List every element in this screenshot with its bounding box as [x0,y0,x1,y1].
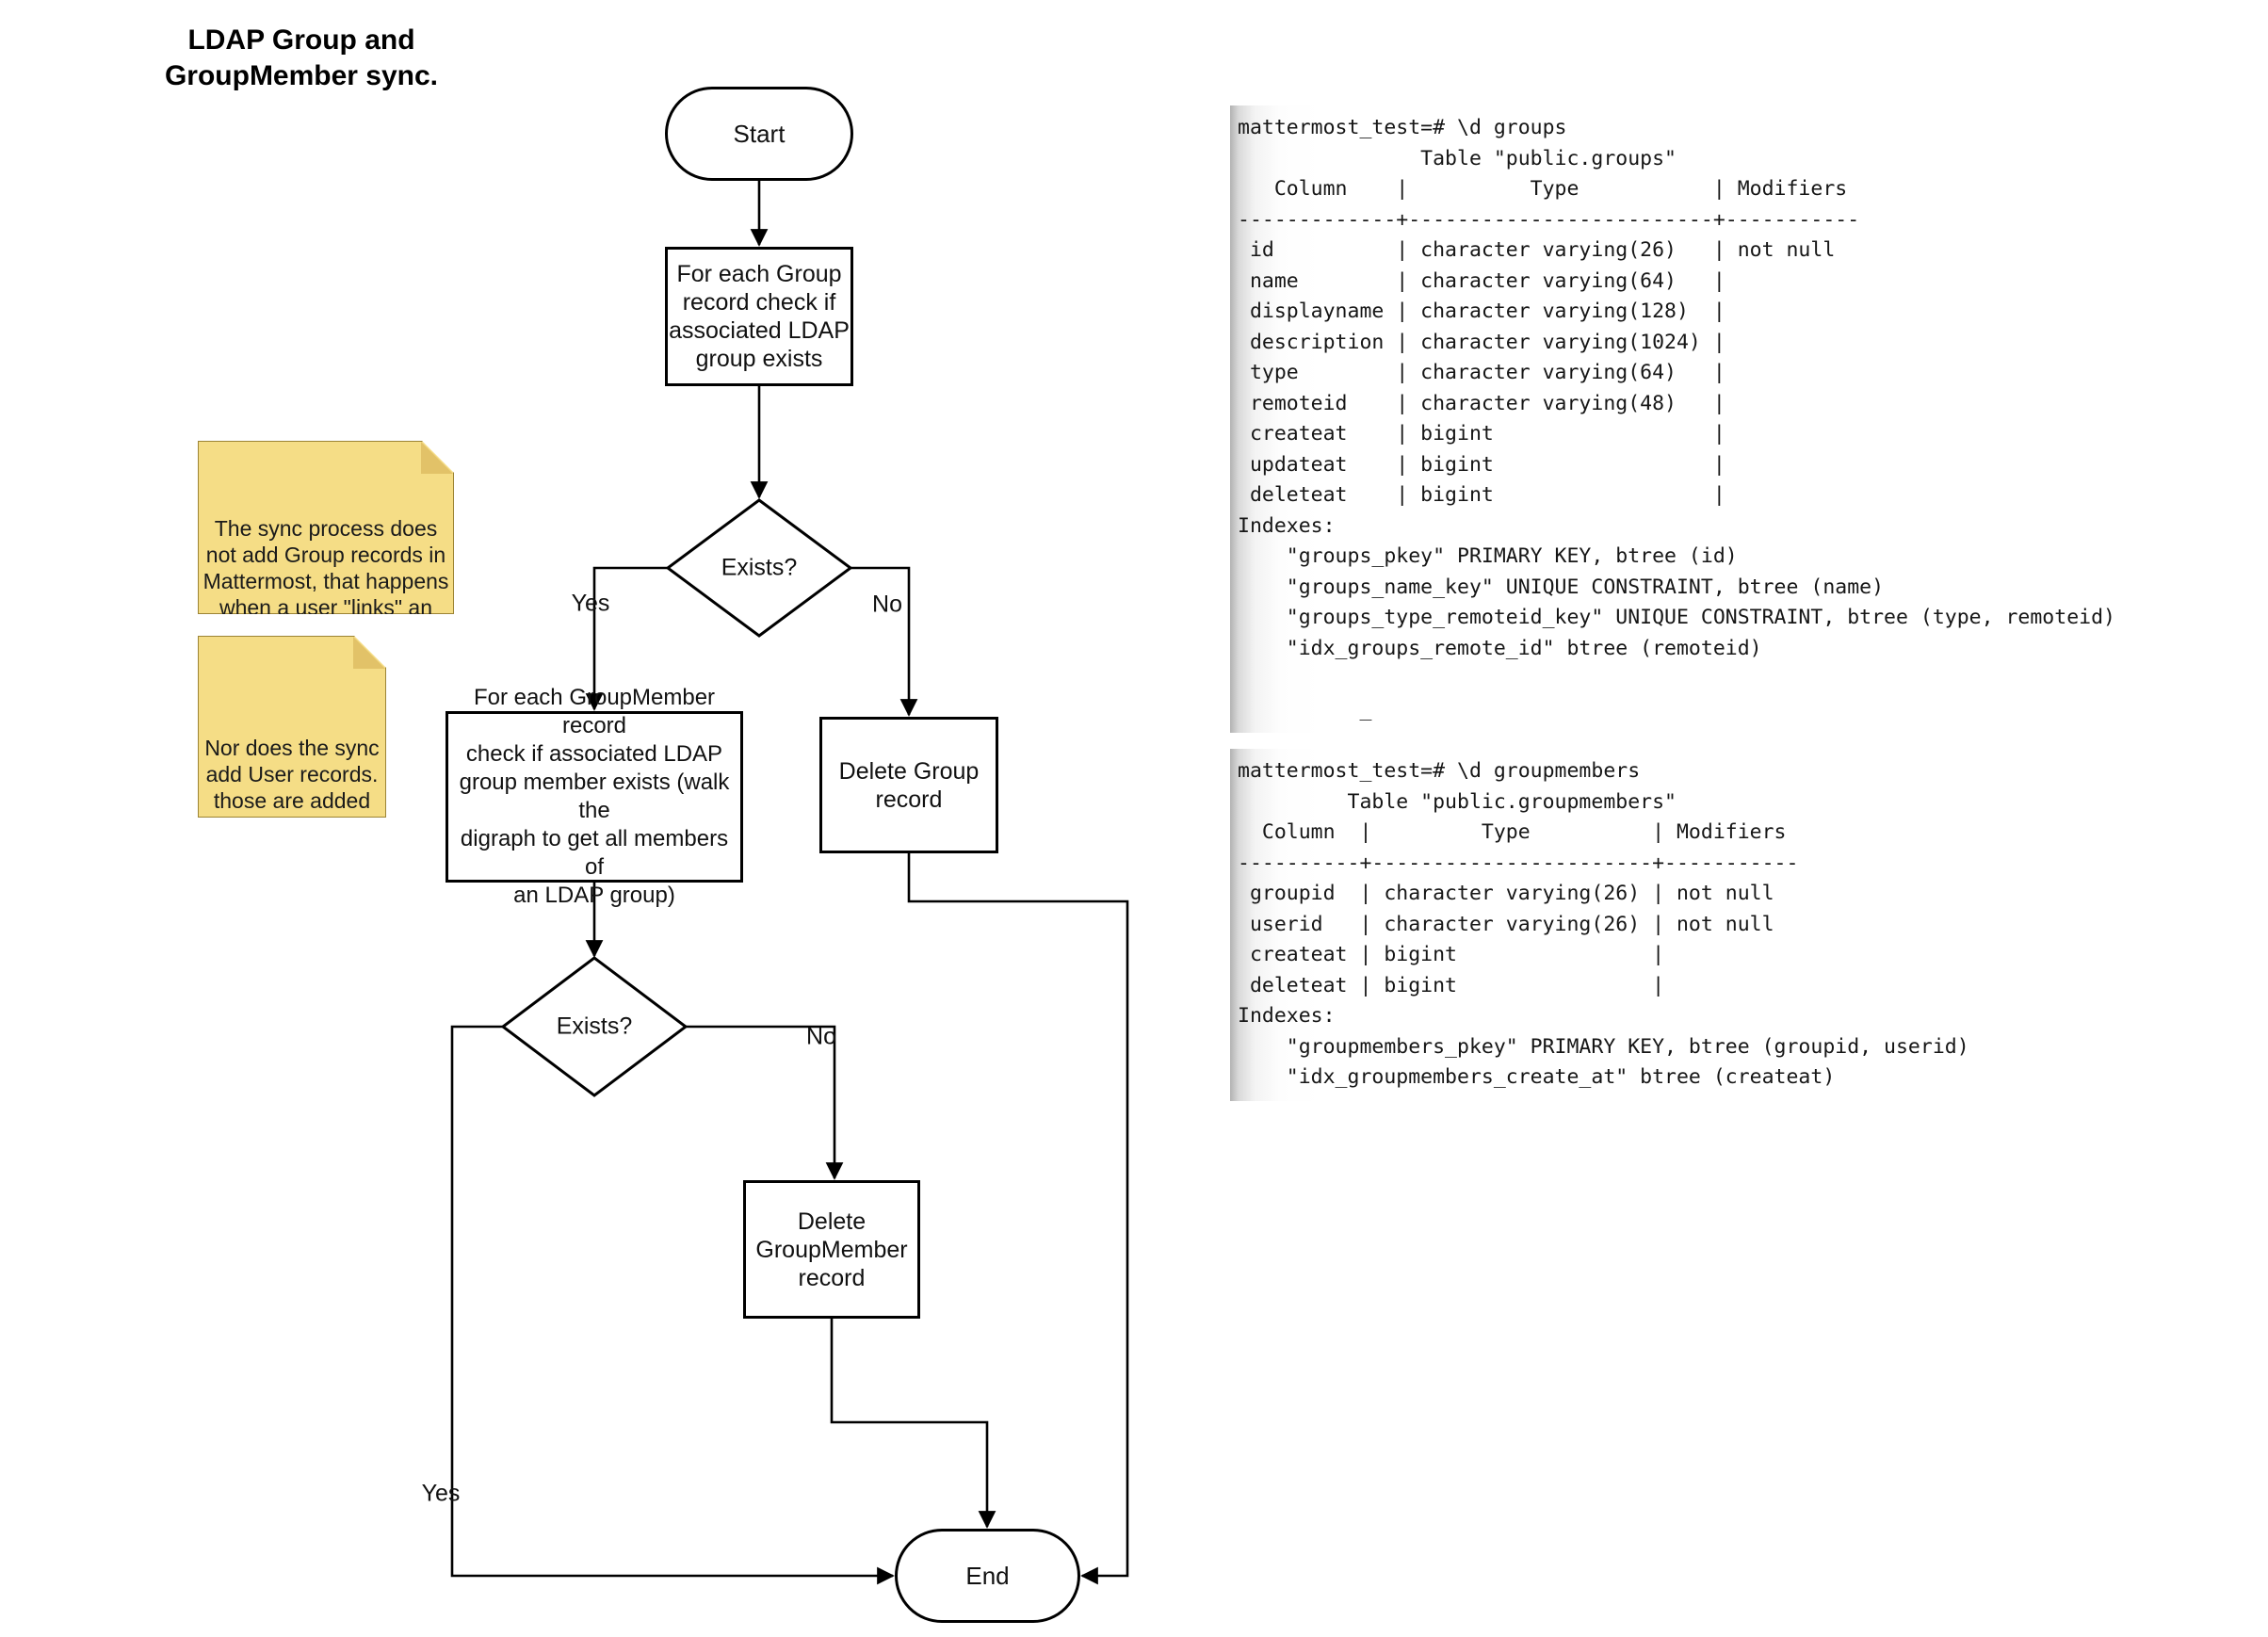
edge-delete-group-to-end [907,853,1129,1585]
edge-label-yes1: Yes [571,590,610,617]
decision-exists1-shape [665,498,853,638]
edge-label-no1: No [872,591,902,618]
flow-node-delete-member: Delete GroupMember record [743,1180,920,1319]
flow-node-exists2-label: Exists? [556,1013,633,1040]
edge-exists2-no-to-delete-member [686,1025,844,1180]
sticky-note-sync-groups: The sync process does not add Group reco… [198,441,454,614]
decision-exists2-shape [500,956,688,1097]
edge-delete-member-to-end [830,1319,996,1529]
flow-node-end: End [895,1529,1080,1623]
sticky-note-sync-users: Nor does the sync add User records. thos… [198,636,386,818]
edge-exists1-yes-to-check-member [585,566,668,711]
page-title: LDAP Group and GroupMember sync. [164,24,439,91]
edge-exists2-yes-to-end [450,1025,895,1585]
flow-node-delete-group: Delete Group record [819,717,998,853]
flow-node-check-member: For each GroupMember record check if ass… [446,685,743,908]
flow-node-exists1-label: Exists? [721,554,798,581]
terminal-groups-table: mattermost_test=# \d groups Table "publi… [1230,105,2219,733]
flow-node-start: Start [665,87,853,181]
edge-label-no2: No [806,1023,836,1050]
edge-label-yes2: Yes [421,1480,461,1507]
terminal-groupmembers-table: mattermost_test=# \d groupmembers Table … [1230,749,2049,1101]
flow-node-check-group: For each Group record check if associate… [665,247,853,386]
edge-exists1-no-to-delete-group [850,566,918,717]
